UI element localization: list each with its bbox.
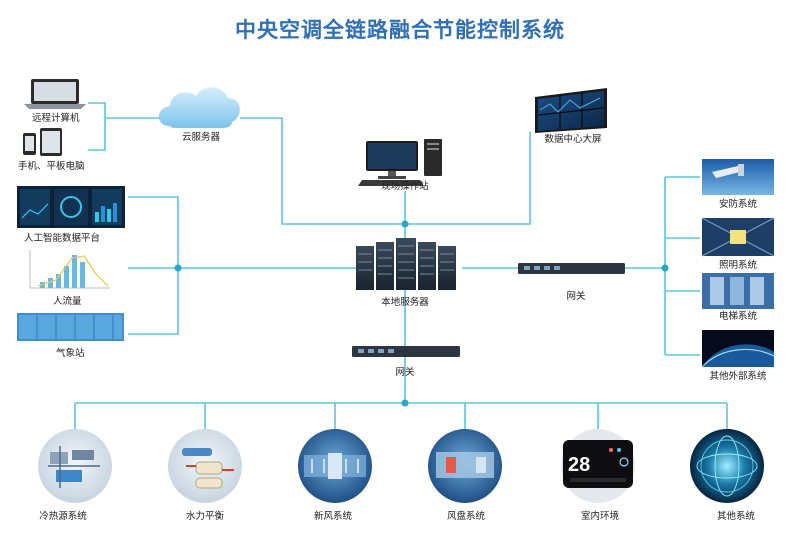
junction-left [174,264,182,272]
security-thumb-icon [702,159,774,195]
gateway-bottom-icon [352,346,460,357]
label-datacenter-screen: 数据中心大屏 [544,134,602,145]
earth-thumb-icon [701,330,775,368]
label-elevator: 电梯系统 [718,311,758,322]
label-local-server: 本地服务器 [381,297,429,308]
people-flow-chart-icon [29,250,110,289]
mobile-tablet-icon [23,128,62,156]
gateway-right-icon [518,263,625,274]
label-ai-platform: 人工智能数据平台 [24,233,101,244]
workstation-icon [358,139,442,186]
lighting-thumb-icon [701,217,775,257]
label-security: 安防系统 [718,199,758,210]
label-indoor-env: 室内环境 [580,511,620,522]
label-chiller: 冷热源系统 [39,511,87,522]
label-cloud: 云服务器 [181,132,221,143]
label-others: 其他系统 [716,511,756,522]
weather-station-icon [17,313,124,341]
diagram-title: 中央空调全链路融合节能控制系统 [235,18,565,42]
line-remote-pc [88,102,106,118]
label-fresh-air: 新风系统 [313,511,353,522]
laptop-icon [24,79,86,109]
hydraulic-circle-icon [168,429,242,503]
fan-coil-circle-icon [428,429,502,503]
line-mobile [88,118,106,151]
label-gateway-right: 网关 [566,291,586,302]
label-gateway-bottom: 网关 [395,367,415,378]
dashboard-icon [17,186,125,228]
label-fan-coil: 风盘系统 [446,511,486,522]
line-datacenter [405,132,531,225]
junction-bottom [401,399,409,407]
line-ai [128,196,179,268]
label-people-flow: 人流量 [53,296,82,307]
connection-lines [74,102,728,430]
junction-dots [174,220,669,407]
fresh-air-circle-icon [298,429,372,503]
label-hydraulic: 水力平衡 [185,511,225,522]
video-wall-icon [535,88,607,133]
line-weather [128,268,179,335]
thermostat-circle-icon [561,429,635,503]
chiller-circle-icon [38,429,112,503]
line-cloud-center [240,117,405,225]
label-lighting: 照明系统 [718,260,758,271]
cloud-icon [158,87,240,128]
label-remote-pc: 远程计算机 [32,113,80,124]
elevator-thumb-icon [702,273,774,309]
label-other-external: 其他外部系统 [709,371,767,382]
label-mobile: 手机、平板电脑 [18,161,85,172]
junction-center [401,220,409,228]
junction-right [661,264,669,272]
thermostat-temp: 28 [568,454,590,476]
label-workstation: 现场操作站 [381,181,429,192]
label-weather: 气象站 [56,348,85,359]
globe-circle-icon [690,429,764,503]
server-rack-icon [356,238,456,290]
